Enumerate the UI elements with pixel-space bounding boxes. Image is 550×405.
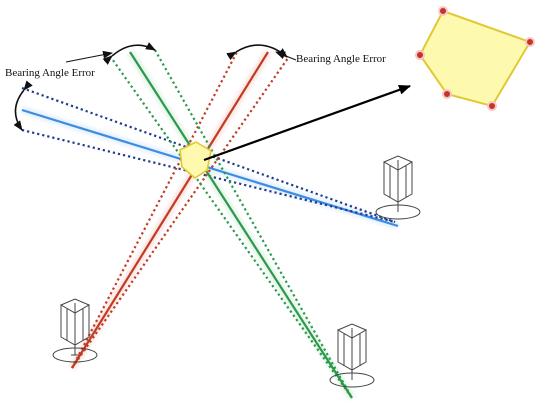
error-bound-green-left <box>109 55 353 399</box>
bearing-line-green <box>129 51 353 399</box>
bearing-red <box>71 49 289 369</box>
zoom-pointer-arrow <box>203 84 411 162</box>
angle-arc-blue-left <box>13 80 33 131</box>
angle-arc-green-top <box>102 42 156 65</box>
vertex-marker <box>525 37 535 47</box>
vertex-marker <box>487 101 497 111</box>
zoomed-region <box>418 9 532 108</box>
vertex-marker <box>438 6 448 16</box>
vertex-marker <box>442 89 452 99</box>
bearing-green <box>109 49 353 399</box>
antenna-icon <box>329 323 375 388</box>
leader-arrow-left <box>65 50 113 63</box>
zoomed-intersection <box>415 6 535 111</box>
bearing-line-red <box>71 51 269 369</box>
leader-arrow-right <box>275 51 297 61</box>
bearing-angle-error-label-right: Bearing Angle Error <box>296 53 386 65</box>
antenna-icon <box>52 298 98 363</box>
error-bound-red-right <box>71 57 289 369</box>
vertex-marker <box>415 50 425 60</box>
error-bound-green-right <box>154 49 353 399</box>
intersection-region <box>179 141 212 179</box>
error-bound-blue-lower <box>21 128 396 224</box>
bearing-angle-error-label-left: Bearing Angle Error <box>5 67 95 79</box>
antenna-icon <box>375 155 421 220</box>
